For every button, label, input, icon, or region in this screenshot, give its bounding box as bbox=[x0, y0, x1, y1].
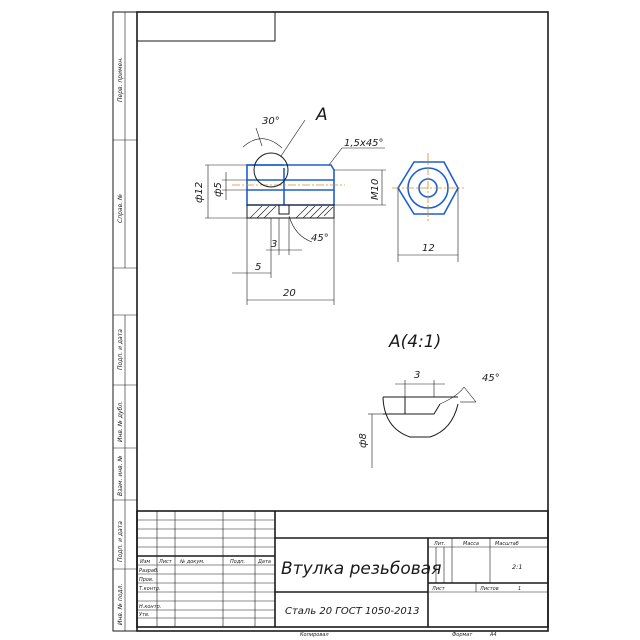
sheets-value: 1 bbox=[518, 586, 521, 592]
detail-circle-a bbox=[253, 152, 289, 188]
scale-label: Масштаб bbox=[495, 541, 519, 547]
dim-groove-width: 3 bbox=[271, 239, 277, 250]
mass-label: Масса bbox=[463, 541, 479, 547]
dim-chamfer-angle: 30° bbox=[262, 116, 280, 127]
side-view-hex: 12 bbox=[392, 153, 464, 262]
sheet-label: Лист bbox=[431, 586, 446, 592]
side-stamp: Перв. примен. Справ. № Подп. и дата Инв.… bbox=[113, 12, 137, 631]
detail-view-a: A(4:1) 3 45° ф8 bbox=[358, 332, 500, 468]
row-label-approved: Утв. bbox=[139, 612, 150, 618]
row-label-developed: Разраб. bbox=[139, 568, 159, 574]
dim-detail-angle: 45° bbox=[482, 373, 500, 384]
title-block: Изм Лист № докум. Подп. Дата Разраб. Про… bbox=[136, 510, 549, 628]
dim-detail-diameter: ф8 bbox=[358, 433, 369, 448]
format-value: A4 bbox=[489, 632, 497, 638]
col-header-change: Изм bbox=[140, 559, 150, 565]
scale-value: 2:1 bbox=[512, 563, 522, 571]
dim-detail-groove: 3 bbox=[414, 370, 420, 381]
dim-hex-size: 12 bbox=[422, 243, 435, 254]
sheet-footer: Копировал Формат A4 bbox=[300, 632, 497, 638]
dim-shoulder-length: 5 bbox=[255, 262, 261, 273]
stamp-repl-inv-no: Взам. инв. № bbox=[117, 455, 124, 496]
stamp-orig-inv-no: Инв. № подл. bbox=[117, 584, 124, 625]
row-label-norm-control: Н.контр. bbox=[139, 604, 161, 610]
dim-total-length: 20 bbox=[283, 288, 296, 299]
detail-label-a: A bbox=[315, 105, 328, 125]
dim-thread: M10 bbox=[370, 179, 381, 200]
col-header-sheet: Лист bbox=[158, 559, 173, 565]
stamp-dup-inv-no: Инв. № дубл. bbox=[117, 401, 124, 442]
part-material: Сталь 20 ГОСТ 1050-2013 bbox=[285, 606, 420, 617]
stamp-sign-date-2: Подп. и дата bbox=[117, 521, 124, 562]
sheets-label: Листов bbox=[479, 586, 499, 592]
col-header-sign: Подп. bbox=[230, 559, 245, 565]
dim-inner-diameter: ф5 bbox=[213, 182, 224, 197]
detail-title: A(4:1) bbox=[388, 332, 441, 352]
copied-label: Копировал bbox=[300, 632, 329, 638]
dim-outer-diameter: ф12 bbox=[194, 182, 205, 203]
stamp-reference-no: Справ. № bbox=[117, 194, 124, 223]
format-label: Формат bbox=[452, 632, 473, 638]
part-name: Втулка резьбовая bbox=[281, 559, 441, 579]
dim-chamfer: 1,5x45° bbox=[344, 138, 384, 149]
row-label-tech-control: Т.контр. bbox=[139, 586, 161, 592]
col-header-date: Дата bbox=[257, 559, 271, 565]
section-hatch bbox=[249, 205, 334, 219]
stamp-first-use: Перв. примен. bbox=[117, 57, 124, 102]
sheet-frame bbox=[112, 11, 549, 632]
dim-bevel-angle: 45° bbox=[311, 233, 329, 244]
stamp-sign-date-1: Подп. и дата bbox=[117, 329, 124, 370]
row-label-checked: Пров. bbox=[139, 577, 154, 583]
col-header-doc-no: № докум. bbox=[179, 559, 205, 565]
front-view: A 30° 1,5x45° ф12 ф5 M10 3 45° bbox=[194, 105, 386, 305]
lit-label: Лит. bbox=[433, 541, 446, 547]
